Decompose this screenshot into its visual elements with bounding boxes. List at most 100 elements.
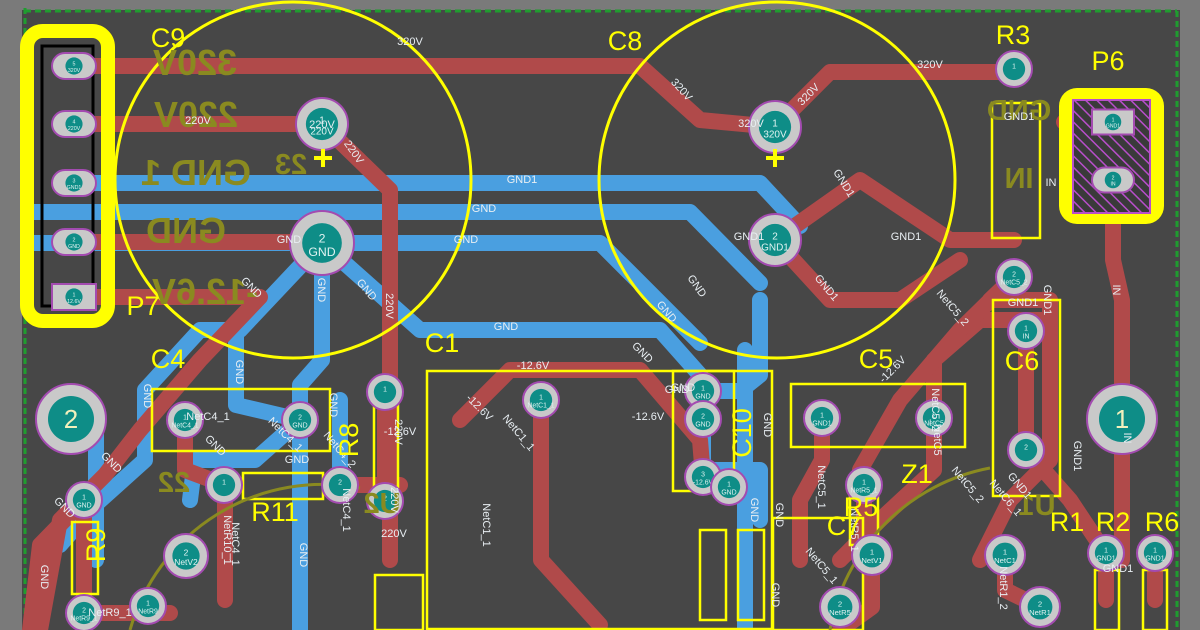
reference-designator[interactable]: P7: [126, 291, 159, 321]
net-label: 320V: [397, 36, 423, 48]
reference-designator[interactable]: C6: [1005, 346, 1040, 376]
reference-designator[interactable]: C5: [859, 344, 894, 374]
selection-circle[interactable]: [113, 0, 473, 360]
pad-number: 1: [222, 480, 226, 487]
pad[interactable]: 1: [995, 50, 1033, 88]
footprint-p6[interactable]: [1059, 88, 1164, 224]
net-label: 220V: [383, 293, 395, 319]
trace-320v-top[interactable]: [66, 58, 783, 135]
reference-designator[interactable]: R2: [1096, 507, 1131, 537]
footprint-outline-mid1[interactable]: [698, 528, 728, 622]
trace-c5[interactable]: [792, 410, 830, 568]
reference-designator[interactable]: R3: [996, 20, 1031, 50]
trace-gnd-c4-left[interactable]: [228, 322, 308, 428]
pad[interactable]: 1: [205, 466, 243, 504]
reference-designator[interactable]: C8: [608, 26, 643, 56]
trace-gnd-bus-a[interactable]: [20, 204, 768, 291]
footprint-outline-r10[interactable]: [373, 573, 425, 630]
p7-selection-highlight[interactable]: [20, 24, 115, 328]
reference-designator[interactable]: R6: [1145, 507, 1180, 537]
trace-gnd-bus-c[interactable]: [314, 235, 708, 351]
footprint-outline-mid2[interactable]: [736, 528, 766, 622]
reference-designator[interactable]: C4: [151, 344, 186, 374]
footprint-outline-c6[interactable]: [991, 298, 1062, 498]
footprint-outlines[interactable]: [70, 101, 1169, 630]
footprint-outline-c4[interactable]: [150, 387, 332, 453]
trace-r9b[interactable]: [22, 492, 92, 630]
net-label: GND: [665, 384, 690, 396]
pad[interactable]: 2: [366, 482, 404, 520]
pad-hole: [852, 473, 876, 497]
pad[interactable]: 2: [321, 466, 359, 504]
pad[interactable]: 1: [366, 373, 404, 411]
footprint-outline-c1[interactable]: [425, 369, 774, 630]
pad-net-name: GND1: [1096, 555, 1115, 562]
trace-gnd1-right[interactable]: [972, 332, 1058, 568]
pad[interactable]: 112.6V: [51, 283, 97, 311]
reference-designator[interactable]: P6: [1091, 46, 1124, 76]
selection-circles[interactable]: [113, 0, 957, 360]
reference-designator[interactable]: C1: [425, 328, 460, 358]
reference-designator[interactable]: R1: [1050, 507, 1085, 537]
pad-ring[interactable]: [1091, 108, 1135, 136]
reference-designator[interactable]: R5: [844, 492, 879, 522]
silkscreen-text: 22: [158, 467, 190, 499]
trace-gnd1-down[interactable]: [767, 232, 968, 308]
reference-designator[interactable]: R11: [251, 497, 299, 527]
pads-layer[interactable]: 5320V4220V3GND12GND112.6V1220V2GND1320V2…: [51, 50, 1174, 630]
trace-gnd-down[interactable]: [292, 235, 330, 630]
trace-gnd1-r3[interactable]: [767, 172, 1022, 248]
pad[interactable]: 2IN: [1091, 166, 1135, 194]
trace-c1-net[interactable]: [533, 392, 608, 630]
footprint-outline-r3[interactable]: [990, 101, 1042, 240]
trace-gnd1-p7[interactable]: [66, 175, 808, 234]
selection-circle[interactable]: [597, 0, 957, 360]
footprint-outline-c5[interactable]: [789, 382, 967, 449]
reference-designator[interactable]: R8: [334, 423, 364, 458]
reference-designator[interactable]: R9: [81, 528, 111, 563]
reference-designator[interactable]: Z1: [901, 459, 933, 489]
footprint-outline-r9[interactable]: [70, 520, 100, 596]
trace-netc5-2[interactable]: [852, 269, 1022, 478]
pad[interactable]: 1IN: [1007, 312, 1045, 350]
pad[interactable]: 2: [1007, 431, 1045, 469]
reference-designator[interactable]: C9: [151, 23, 186, 53]
trace-in-p6[interactable]: [1105, 172, 1130, 568]
reference-designator[interactable]: C10: [727, 408, 757, 458]
footprint-outline-c7[interactable]: [771, 516, 865, 630]
net-label: IN: [1046, 177, 1057, 189]
reference-designator[interactable]: C7: [827, 511, 862, 541]
